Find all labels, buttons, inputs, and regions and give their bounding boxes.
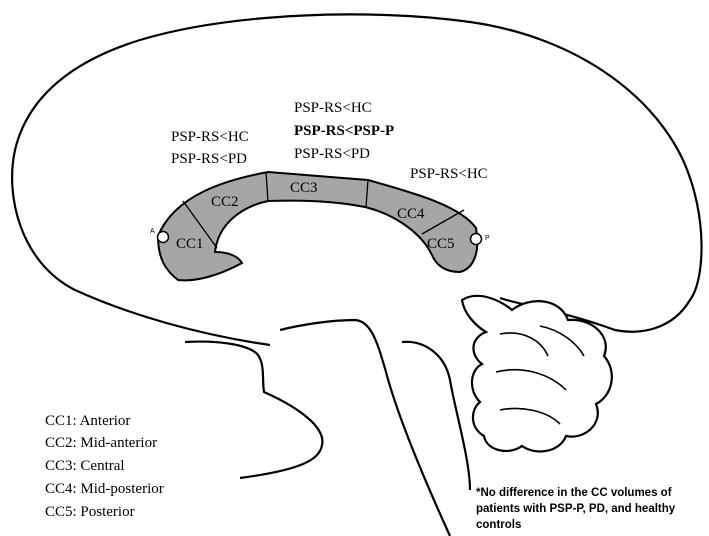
posterior-endpoint xyxy=(469,232,483,246)
segment-label-cc2: CC2 xyxy=(211,194,239,210)
cc4-cc5-divider xyxy=(421,209,465,235)
brain-outline xyxy=(11,13,703,347)
cc3-comparison-1: PSP-RS<HC xyxy=(294,100,372,116)
corpus-callosum xyxy=(156,170,479,282)
segment-label-cc5: CC5 xyxy=(427,236,455,252)
cc3-comparison-3: PSP-RS<PD xyxy=(294,146,370,162)
legend-item-cc3: CC3: Central xyxy=(45,458,125,474)
footnote-line-3: controls xyxy=(476,519,521,531)
cc2-cc3-divider xyxy=(265,171,269,203)
legend-item-cc5: CC5: Posterior xyxy=(45,504,135,520)
legend-item-cc4: CC4: Mid-posterior xyxy=(45,481,164,497)
footnote-line-2: patients with PSP-P, PD, and healthy xyxy=(476,503,676,515)
legend-item-cc2: CC2: Mid-anterior xyxy=(45,435,157,451)
cc2-comparison-2: PSP-RS<PD xyxy=(171,151,247,167)
segment-label-cc4: CC4 xyxy=(397,206,425,222)
anterior-endpoint-label: A xyxy=(150,228,155,235)
footnote: *No difference in the CC volumes of pati… xyxy=(476,487,676,531)
segment-label-cc3: CC3 xyxy=(290,180,318,196)
brainstem-outline xyxy=(279,318,452,536)
cerebellum-folia xyxy=(495,325,585,425)
footnote-line-1: *No difference in the CC volumes of xyxy=(476,487,672,499)
legend-item-cc1: CC1: Anterior xyxy=(45,413,130,429)
anterior-endpoint xyxy=(156,230,170,244)
segment-label-cc1: CC1 xyxy=(176,236,204,252)
cc3-comparison-2: PSP-RS<PSP-P xyxy=(294,123,394,139)
cc2-comparison-1: PSP-RS<HC xyxy=(171,129,249,145)
segment-legend: CC1: Anterior CC2: Mid-anterior CC3: Cen… xyxy=(45,413,164,520)
cc1-cc2-divider xyxy=(182,200,218,249)
brainstem-inner-outline xyxy=(401,340,472,491)
cc3-cc4-divider xyxy=(365,179,369,208)
temporal-lobe-outline xyxy=(184,340,324,480)
cc4-comparison-1: PSP-RS<HC xyxy=(410,166,488,182)
posterior-endpoint-label: P xyxy=(485,235,490,242)
